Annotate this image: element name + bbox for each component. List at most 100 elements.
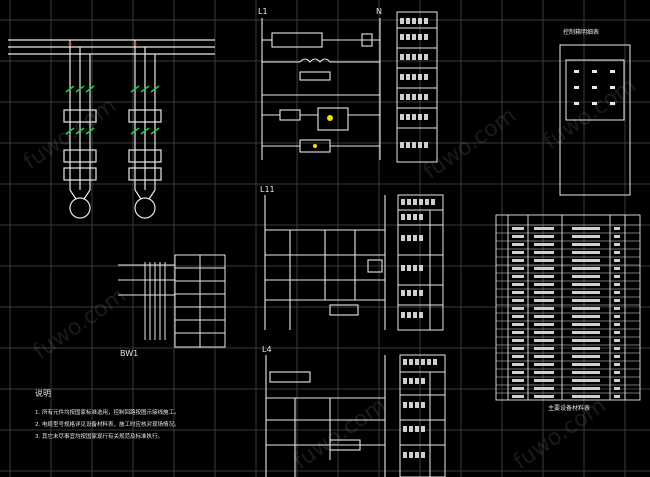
table-cell-glyph bbox=[572, 307, 600, 310]
legend-glyph bbox=[421, 402, 425, 408]
control-circuit-3 bbox=[265, 355, 386, 477]
table-cell-glyph bbox=[614, 395, 620, 398]
note-line-2: 2. 电缆型号规格详见设备材料表，施工时应核对现场情况。 bbox=[35, 420, 180, 428]
legend-glyph bbox=[401, 290, 405, 296]
table-cell-glyph bbox=[572, 363, 600, 366]
table-cell-glyph bbox=[512, 379, 524, 382]
table-cell-glyph bbox=[572, 355, 600, 358]
table-cell-glyph bbox=[512, 347, 524, 350]
table-cell-glyph bbox=[512, 243, 524, 246]
legend-glyph bbox=[424, 54, 428, 60]
bus-label-n: N bbox=[376, 7, 382, 16]
table-cell-glyph bbox=[534, 235, 554, 238]
legend-glyph bbox=[403, 359, 407, 365]
table-cell-glyph bbox=[534, 243, 554, 246]
table-cell-glyph bbox=[614, 267, 620, 270]
legend-glyph bbox=[401, 312, 405, 318]
table-cell-glyph bbox=[614, 355, 620, 358]
table-cell-glyph bbox=[572, 331, 600, 334]
legend-glyph bbox=[424, 142, 428, 148]
table-cell-glyph bbox=[614, 283, 620, 286]
legend-glyph bbox=[407, 265, 411, 271]
legend-glyph bbox=[421, 378, 425, 384]
legend-glyph bbox=[413, 290, 417, 296]
legend-glyph bbox=[418, 54, 422, 60]
control-circuit-2 bbox=[264, 195, 386, 330]
table-cell-glyph bbox=[512, 355, 524, 358]
table-cell-glyph bbox=[534, 331, 554, 334]
legend-glyph bbox=[407, 312, 411, 318]
legend-glyph bbox=[400, 114, 404, 120]
legend-glyph bbox=[424, 18, 428, 24]
legend-glyph bbox=[400, 94, 404, 100]
table-cell-glyph bbox=[572, 395, 600, 398]
table-cell-glyph bbox=[534, 315, 554, 318]
legend-glyph bbox=[415, 402, 419, 408]
legend-glyph bbox=[415, 426, 419, 432]
legend-text-rows bbox=[400, 18, 437, 458]
table-cell-glyph bbox=[512, 315, 524, 318]
table-cell-glyph bbox=[614, 251, 620, 254]
motor-symbol-icon bbox=[69, 197, 91, 219]
table-cell-glyph bbox=[512, 275, 524, 278]
control-circuit-1 bbox=[261, 18, 381, 160]
legend-glyph bbox=[400, 142, 404, 148]
table-cell-glyph bbox=[614, 291, 620, 294]
terminal-block bbox=[118, 254, 226, 348]
legend-glyph bbox=[415, 452, 419, 458]
table-cell-glyph bbox=[572, 259, 600, 262]
legend-glyph bbox=[406, 142, 410, 148]
table-cell-glyph bbox=[512, 387, 524, 390]
table-cell-glyph bbox=[512, 363, 524, 366]
panel-layout-title: 控制箱明细表 bbox=[563, 28, 599, 36]
table-cell-glyph bbox=[572, 371, 600, 374]
legend-glyph bbox=[412, 114, 416, 120]
legend-glyph bbox=[421, 426, 425, 432]
table-cell-glyph bbox=[614, 347, 620, 350]
table-cell-glyph bbox=[614, 243, 620, 246]
table-cell-glyph bbox=[614, 387, 620, 390]
legend-glyph bbox=[403, 426, 407, 432]
table-cell-glyph bbox=[614, 227, 620, 230]
legend-glyph bbox=[427, 359, 431, 365]
table-cell-glyph bbox=[512, 323, 524, 326]
legend-glyph bbox=[413, 312, 417, 318]
legend-glyph bbox=[401, 265, 405, 271]
equipment-table-footer: 主要设备材料表 bbox=[548, 404, 590, 412]
legend-glyph bbox=[409, 426, 413, 432]
table-cell-glyph bbox=[572, 339, 600, 342]
table-cell-glyph bbox=[572, 235, 600, 238]
control-indicator-yellow bbox=[313, 115, 333, 148]
table-cell-glyph bbox=[534, 355, 554, 358]
function-legend-2 bbox=[397, 194, 444, 331]
table-cell-glyph bbox=[534, 283, 554, 286]
legend-glyph bbox=[403, 452, 407, 458]
table-cell-glyph bbox=[614, 315, 620, 318]
table-cell-glyph bbox=[534, 323, 554, 326]
table-cell-glyph bbox=[512, 371, 524, 374]
equipment-table-cells bbox=[512, 227, 620, 398]
table-cell-glyph bbox=[572, 387, 600, 390]
legend-glyph bbox=[418, 74, 422, 80]
legend-glyph bbox=[433, 359, 437, 365]
bus-label-l1: L1 bbox=[258, 7, 268, 16]
table-cell-glyph bbox=[614, 299, 620, 302]
table-cell-glyph bbox=[614, 307, 620, 310]
table-cell-glyph bbox=[534, 339, 554, 342]
legend-glyph bbox=[403, 378, 407, 384]
table-cell-glyph bbox=[512, 235, 524, 238]
table-cell-glyph bbox=[572, 243, 600, 246]
table-cell-glyph bbox=[572, 283, 600, 286]
table-cell-glyph bbox=[534, 371, 554, 374]
table-cell-glyph bbox=[534, 395, 554, 398]
legend-glyph bbox=[424, 74, 428, 80]
table-cell-glyph bbox=[614, 275, 620, 278]
legend-glyph bbox=[406, 18, 410, 24]
note-line-1: 1. 所有元件均按国家标准选用，控制回路按图示接线施工。 bbox=[35, 408, 180, 416]
table-cell-glyph bbox=[614, 371, 620, 374]
table-cell-glyph bbox=[572, 291, 600, 294]
terminal-markers bbox=[68, 42, 137, 46]
legend-glyph bbox=[400, 18, 404, 24]
legend-glyph bbox=[401, 199, 405, 205]
